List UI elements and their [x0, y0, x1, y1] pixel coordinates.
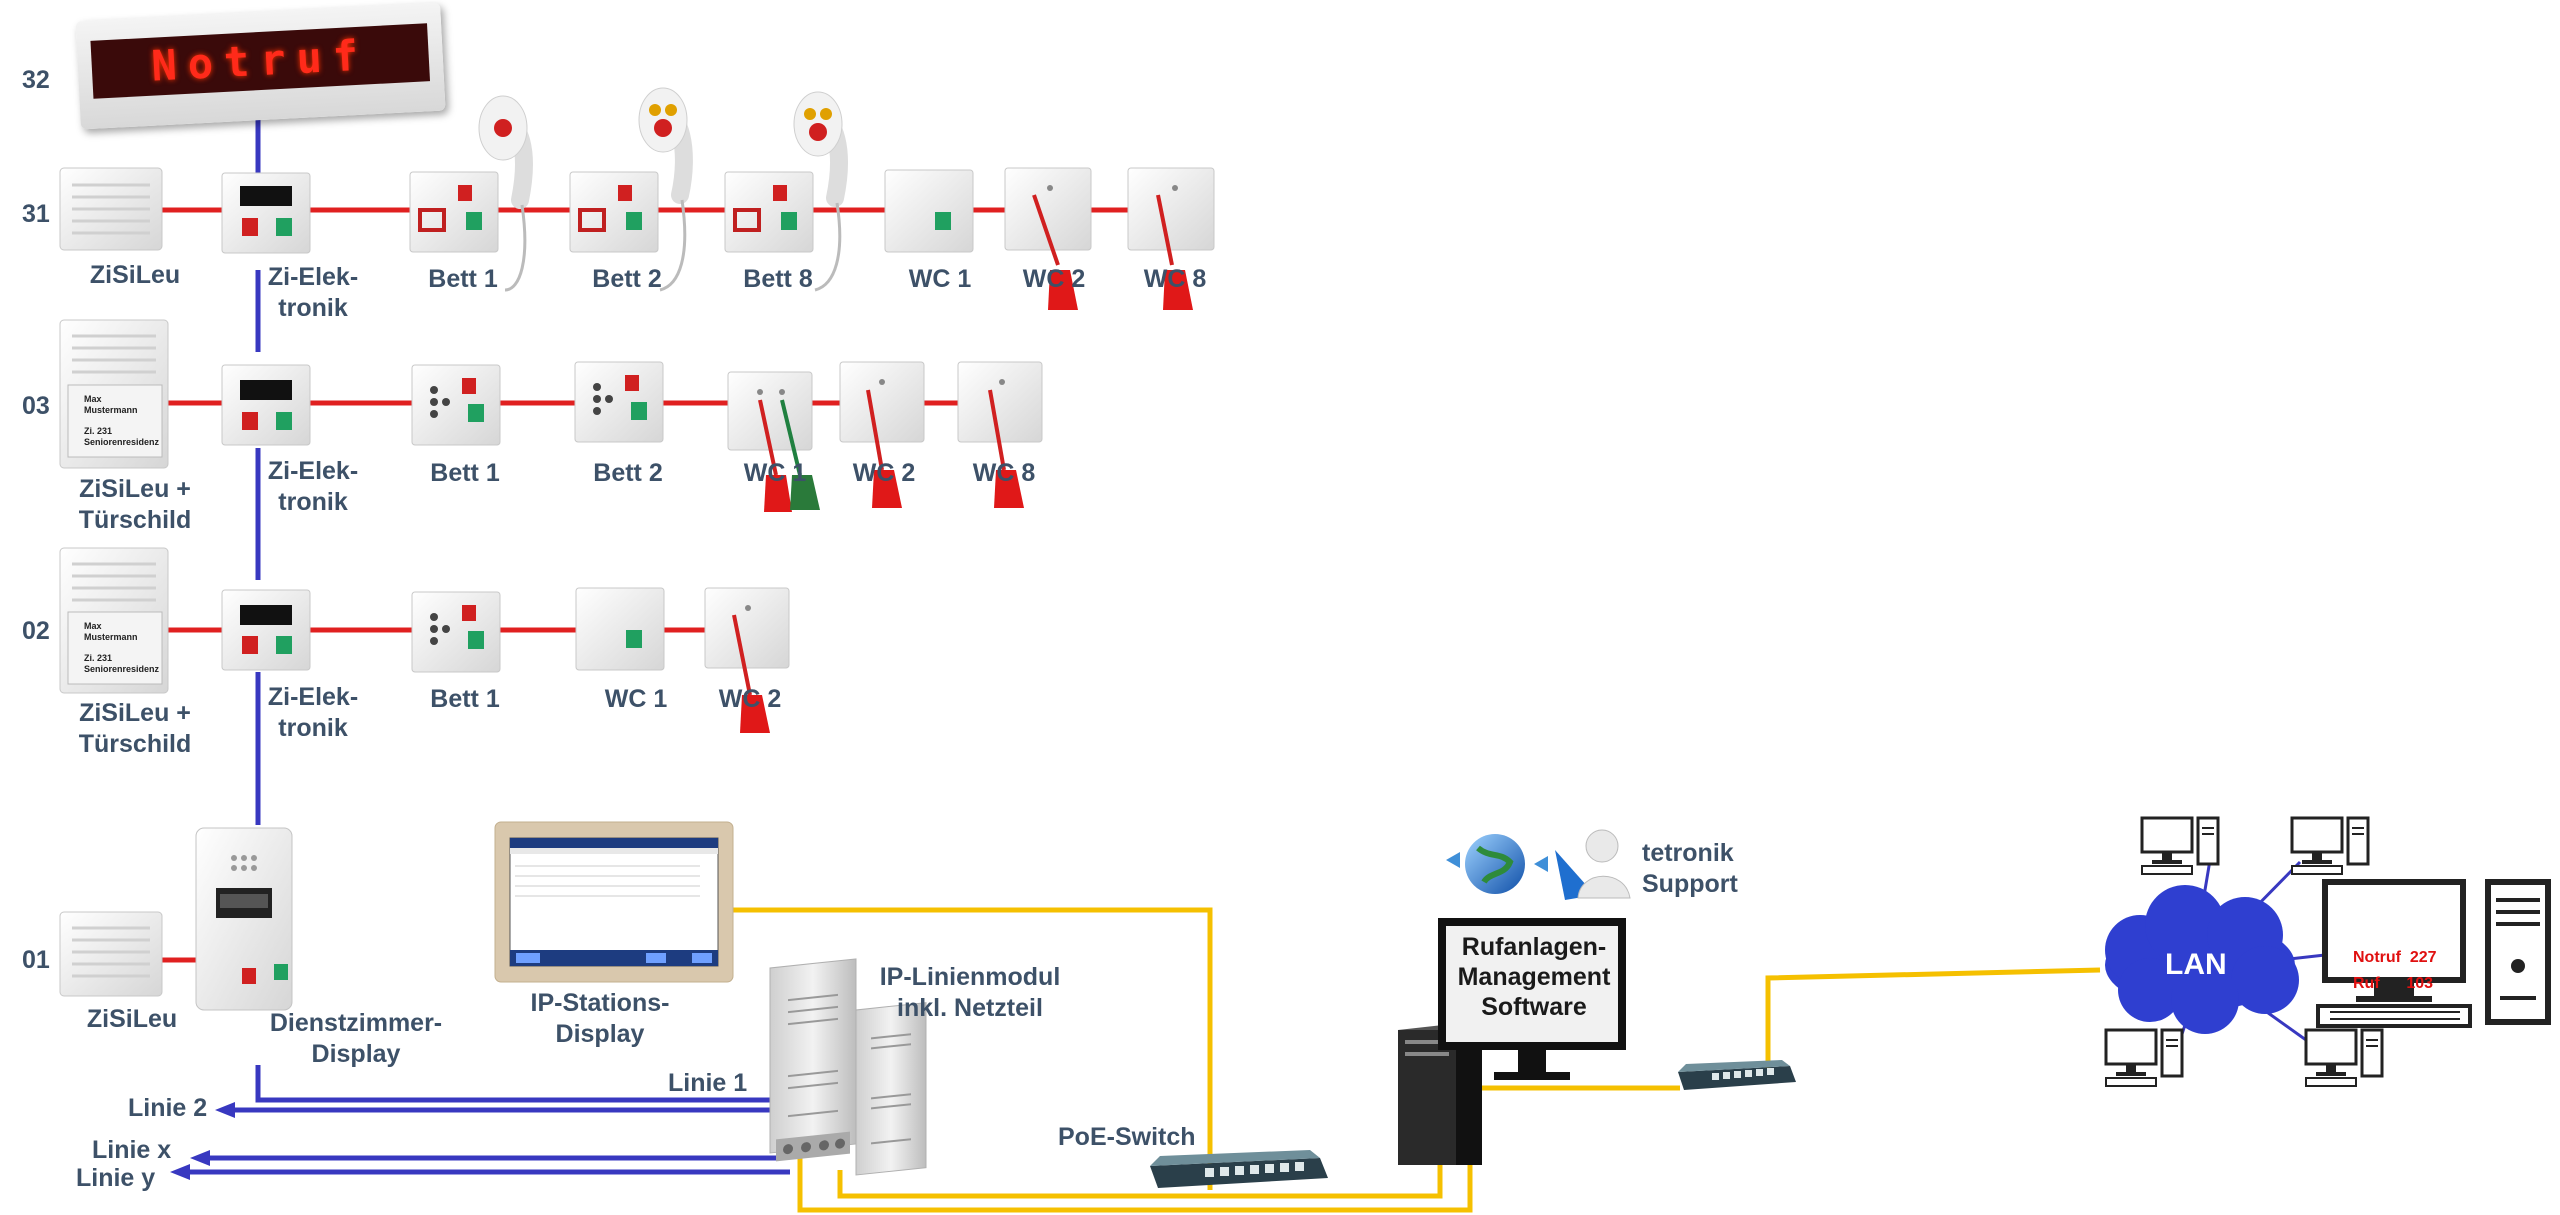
label-wc1-03: WC 1 — [743, 459, 807, 487]
level-01: 01 — [22, 946, 50, 974]
wc1-02 — [575, 587, 665, 671]
bett1-02 — [411, 591, 501, 673]
floor31-devices — [59, 87, 1215, 310]
wc2-31 — [1004, 167, 1092, 310]
label-wc2-02: WC 2 — [718, 685, 782, 713]
label-linie-y: Linie y — [76, 1164, 156, 1192]
workstation-top-right — [2290, 816, 2370, 875]
ip-stations-display-device — [494, 821, 734, 983]
floor01-devices — [59, 827, 293, 1011]
label-ip-stations-display: IP-Stations-Display — [530, 989, 670, 1048]
zisileu-31 — [59, 167, 163, 251]
label-bett2-03: Bett 2 — [593, 459, 663, 487]
level-32: 32 — [22, 66, 50, 94]
label-zisileu-31: ZiSiLeu — [89, 261, 181, 289]
led-sign-text: Notruf 112 — [90, 23, 431, 99]
label-linie2: Linie 2 — [128, 1094, 208, 1122]
wc2-02 — [704, 587, 790, 733]
line-arrows — [170, 1102, 790, 1180]
zi-elektronik-02 — [221, 589, 311, 671]
zisileu-01 — [59, 911, 163, 997]
support-icons — [1446, 829, 1631, 900]
label-wc8-03: WC 8 — [972, 459, 1036, 487]
label-linie1: Linie 1 — [668, 1069, 748, 1097]
ip-linienmodul-device — [769, 958, 927, 1176]
dienstzimmer-display-device — [195, 827, 293, 1011]
bett8-31 — [724, 91, 848, 292]
level-03: 03 — [22, 392, 50, 420]
workstation-bottom-right — [2304, 1028, 2384, 1087]
label-zisileu-01: ZiSiLeu — [86, 1005, 178, 1033]
label-bett2-31: Bett 2 — [592, 265, 662, 293]
label-zisileu-tuerschild-02: ZiSiLeu +Türschild — [78, 699, 192, 758]
led-sign: Notruf 112 — [75, 2, 446, 130]
workstation-bottom-left — [2104, 1028, 2184, 1087]
label-zi-elektronik-02: Zi-Elek-tronik — [267, 683, 359, 742]
main-workstation — [2316, 879, 2551, 1028]
label-bett8-31: Bett 8 — [743, 265, 813, 293]
blue-backbone — [255, 112, 772, 1103]
label-bett1-02: Bett 1 — [430, 685, 500, 713]
label-wc2-31: WC 2 — [1022, 265, 1086, 293]
zisileu-tuerschild-03 — [59, 319, 169, 469]
floor02-devices — [59, 547, 790, 733]
label-poe-switch: PoE-Switch — [1058, 1123, 1196, 1151]
wc8-31 — [1127, 167, 1215, 310]
bett1-31 — [409, 95, 533, 292]
second-switch-device — [1678, 1060, 1796, 1090]
workstations — [2104, 816, 2551, 1087]
label-wc1-31: WC 1 — [908, 265, 972, 293]
label-zi-elektronik-31: Zi-Elek-tronik — [267, 263, 359, 322]
bett2-31 — [569, 87, 693, 292]
label-lan: LAN — [2165, 948, 2227, 981]
label-dienstzimmer-display: Dienstzimmer-Display — [269, 1009, 443, 1068]
label-bett1-31: Bett 1 — [428, 265, 498, 293]
poe-switch-device — [1150, 1150, 1328, 1188]
label-linie-x: Linie x — [92, 1136, 172, 1164]
wc2-03 — [839, 361, 925, 508]
floor03-devices — [59, 319, 1043, 512]
label-zisileu-tuerschild-03: ZiSiLeu +Türschild — [78, 475, 192, 534]
workstation-top-left — [2140, 816, 2220, 875]
lan-cloud — [2105, 885, 2299, 1034]
zi-elektronik-03 — [221, 364, 311, 446]
wc1-31 — [884, 169, 974, 253]
zi-elektronik-31 — [221, 172, 311, 254]
management-monitor — [1438, 918, 1626, 1080]
level-02: 02 — [22, 617, 50, 645]
bett1-03 — [411, 364, 501, 446]
wc1-03 — [727, 371, 820, 512]
zisileu-tuerschild-02 — [59, 547, 169, 694]
lan-network — [2105, 859, 2326, 1052]
label-zi-elektronik-03: Zi-Elek-tronik — [267, 457, 359, 516]
wc8-03 — [957, 361, 1043, 508]
label-wc2-03: WC 2 — [852, 459, 916, 487]
bett2-03 — [574, 361, 664, 443]
level-31: 31 — [22, 200, 50, 228]
label-wc1-02: WC 1 — [604, 685, 668, 713]
label-wc8-31: WC 8 — [1143, 265, 1207, 293]
label-bett1-03: Bett 1 — [430, 459, 500, 487]
